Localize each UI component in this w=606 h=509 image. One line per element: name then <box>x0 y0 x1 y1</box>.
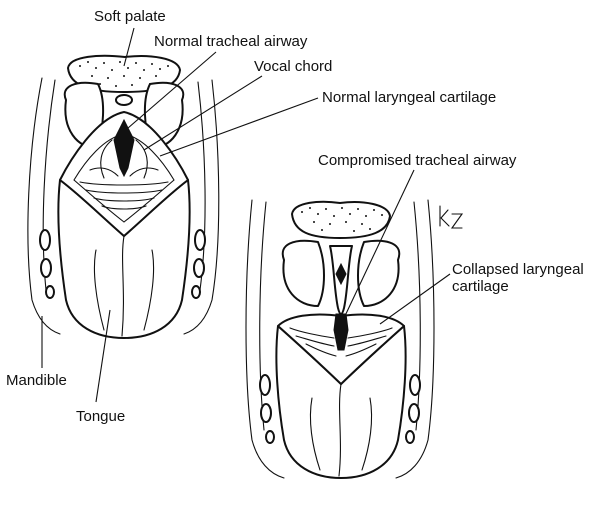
leader-normal-cartilage <box>160 98 318 156</box>
right-soft-palate <box>292 202 390 238</box>
label-tongue: Tongue <box>76 408 125 425</box>
label-soft-palate: Soft palate <box>94 8 166 25</box>
label-compromised-tracheal-airway: Compromised tracheal airway <box>318 152 516 169</box>
label-collapsed-laryngeal-cartilage: Collapsed laryngeal cartilage <box>452 261 584 295</box>
artist-signature <box>440 206 462 228</box>
left-uvula-tip <box>116 95 132 105</box>
label-normal-laryngeal-cartilage: Normal laryngeal cartilage <box>322 89 496 106</box>
label-vocal-chord: Vocal chord <box>254 58 332 75</box>
label-collapsed-laryngeal-line1: Collapsed laryngeal <box>452 261 584 278</box>
normal-larynx-figure <box>28 56 219 338</box>
right-pharynx-lobe-left <box>283 241 324 306</box>
collapsed-larynx-figure <box>246 200 462 478</box>
label-normal-tracheal-airway: Normal tracheal airway <box>154 33 307 50</box>
label-mandible: Mandible <box>6 372 67 389</box>
right-pharynx-lobe-right <box>358 241 399 306</box>
label-collapsed-laryngeal-line2: cartilage <box>452 278 584 295</box>
